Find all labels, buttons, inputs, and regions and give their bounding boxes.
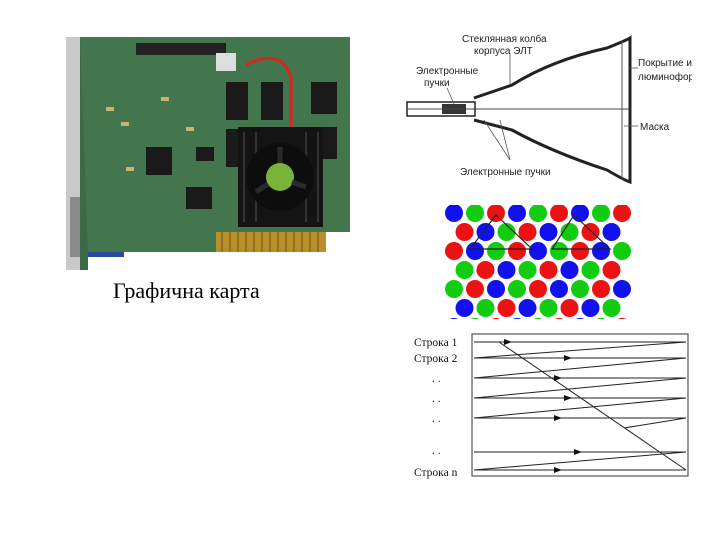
scan-dots-4: . . <box>432 445 441 457</box>
phosphor-dot <box>508 280 526 298</box>
phosphor-dot <box>539 223 558 241</box>
label-electron-beams-2: пучки <box>424 78 450 89</box>
phosphor-dot <box>497 299 516 317</box>
phosphor-dot <box>592 280 610 298</box>
phosphor-dot <box>592 242 610 260</box>
phosphor-dot <box>550 280 568 298</box>
phosphor-dot <box>529 280 547 298</box>
phosphor-mask-grid <box>445 205 631 319</box>
label-electron-beams-1: Электронные <box>416 66 479 77</box>
phosphor-dot <box>476 223 495 241</box>
phosphor-dot <box>529 205 547 222</box>
phosphor-dot <box>539 299 558 317</box>
phosphor-dot <box>455 223 474 241</box>
phosphor-dot <box>581 299 600 317</box>
phosphor-dot <box>466 280 484 298</box>
crt-bulb-outline <box>473 35 632 185</box>
phosphor-dot <box>602 223 621 241</box>
phosphor-dot <box>487 280 505 298</box>
phosphor-dot <box>560 261 579 279</box>
phosphor-dot <box>617 318 627 319</box>
phosphor-dot <box>602 261 621 279</box>
phosphor-dot <box>455 299 474 317</box>
phosphor-dot <box>592 205 610 222</box>
scan-dots-1: . . <box>432 373 441 385</box>
phosphor-dot <box>445 242 463 260</box>
phosphor-dot <box>476 261 495 279</box>
label-glass-bulb-1: Стеклянная колба <box>462 33 547 45</box>
phosphor-dot <box>550 205 568 222</box>
phosphor-dot <box>596 318 606 319</box>
phosphor-dot <box>476 299 495 317</box>
phosphor-dot <box>455 261 474 279</box>
phosphor-dot <box>491 318 501 319</box>
triad-outline <box>468 214 534 250</box>
phosphor-dot <box>602 299 621 317</box>
phosphor-dot <box>445 205 463 222</box>
phosphor-dot <box>575 318 585 319</box>
phosphor-dot <box>512 318 522 319</box>
phosphor-dot <box>508 242 526 260</box>
phosphor-dot <box>518 261 537 279</box>
phosphor-dot <box>529 242 547 260</box>
phosphor-dot <box>449 318 459 319</box>
phosphor-dot <box>508 205 526 222</box>
phosphor-dot <box>560 299 579 317</box>
phosphor-dot <box>550 242 568 260</box>
phosphor-dot <box>613 205 631 222</box>
phosphor-dot <box>571 205 589 222</box>
phosphor-dot <box>470 318 480 319</box>
scan-row-1: Строка 1 <box>414 337 458 349</box>
phosphor-dot <box>466 205 484 222</box>
phosphor-dot <box>613 242 631 260</box>
phosphor-dot <box>533 318 543 319</box>
phosphor-dot <box>581 261 600 279</box>
phosphor-dot <box>554 318 564 319</box>
phosphor-dot <box>571 242 589 260</box>
label-electron-beams-bottom: Электронные пучки <box>460 167 551 178</box>
phosphor-dot <box>497 223 516 241</box>
phosphor-dot <box>518 223 537 241</box>
label-glass-bulb-2: корпуса ЭЛТ <box>474 46 533 57</box>
phosphor-dot <box>571 280 589 298</box>
graphics-card-image <box>66 37 350 270</box>
phosphor-dot <box>560 223 579 241</box>
raster-scan-diagram: Строка 1 Строка 2 . . . . . . . . Строка… <box>414 333 689 479</box>
phosphor-dot <box>539 261 558 279</box>
phosphor-dot <box>613 280 631 298</box>
phosphor-dot <box>518 299 537 317</box>
crt-diagram: Стеклянная колба корпуса ЭЛТ Электронные… <box>406 33 692 185</box>
scan-row-n: Строка n <box>414 467 458 479</box>
scan-dots-2: . . <box>432 393 441 405</box>
phosphor-dot <box>487 205 505 222</box>
scan-row-2: Строка 2 <box>414 353 458 365</box>
phosphor-dot <box>487 242 505 260</box>
phosphor-dot <box>445 280 463 298</box>
phosphor-dot <box>581 223 600 241</box>
scan-dots-3: . . <box>432 413 441 425</box>
label-phosphor-coating-1: Покрытие из <box>638 58 692 69</box>
label-phosphor-coating-2: люминофора <box>638 71 692 83</box>
phosphor-dot <box>466 242 484 260</box>
phosphor-dot <box>497 261 516 279</box>
caption: Графична карта <box>113 278 260 303</box>
triad-outline <box>550 214 612 250</box>
label-mask: Маска <box>640 122 670 133</box>
